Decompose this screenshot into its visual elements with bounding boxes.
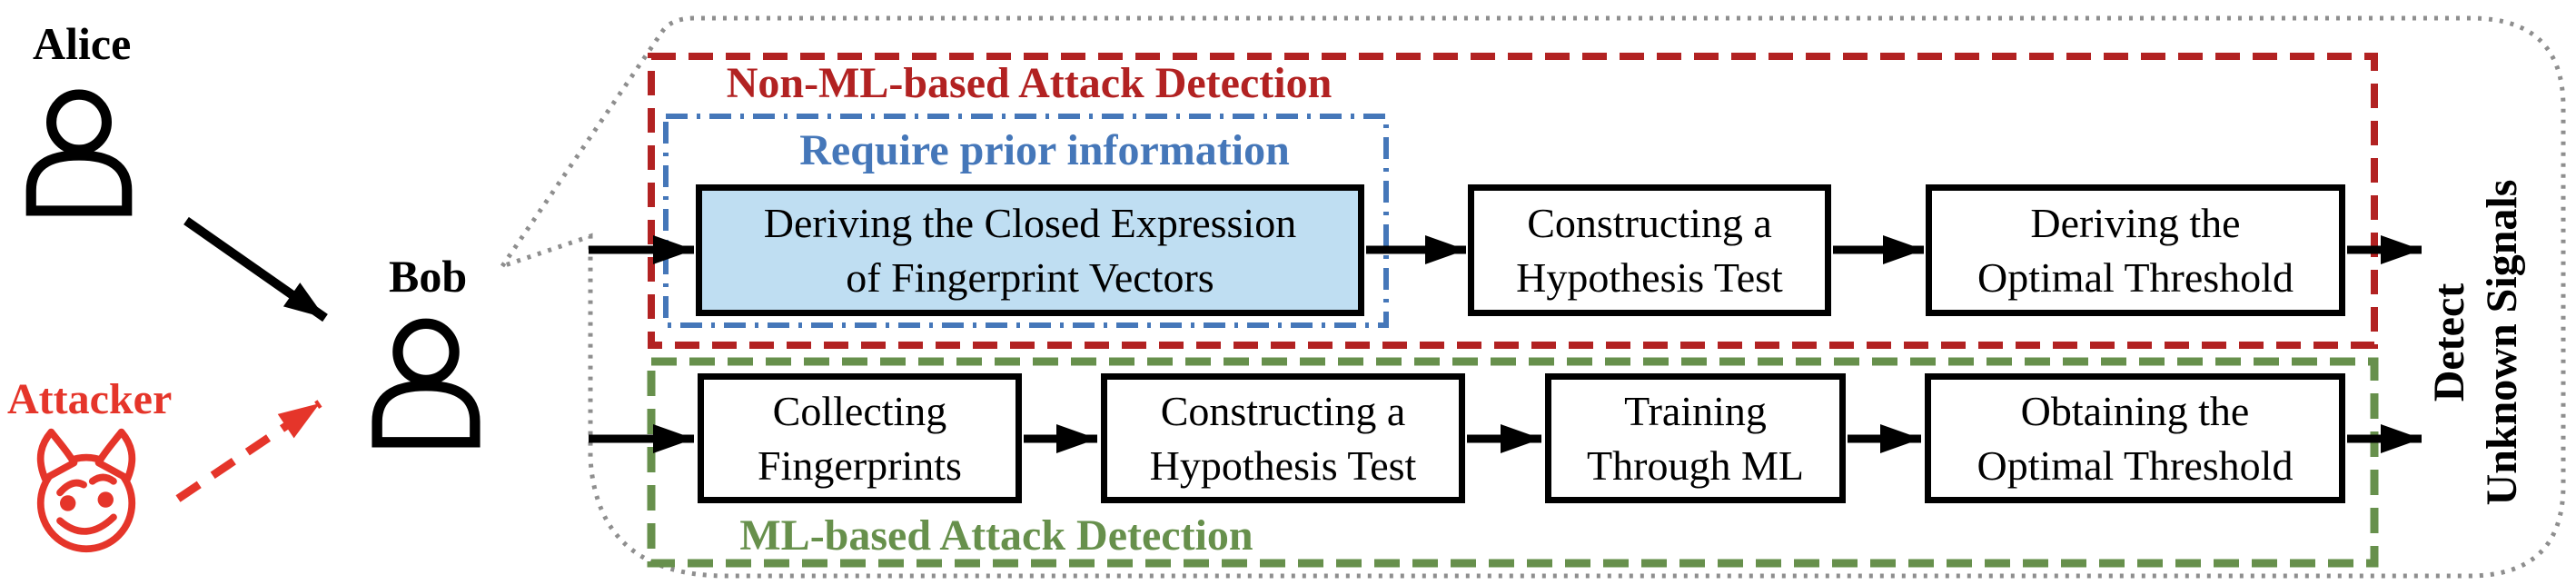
step-text-line: of Fingerprint Vectors: [846, 253, 1214, 301]
alice-label: Alice: [33, 18, 132, 69]
step-deriving-optimal-threshold: Deriving the Optimal Threshold: [1926, 184, 2345, 316]
ml-region-border: [647, 357, 2379, 568]
step-text-line: Hypothesis Test: [1149, 441, 1417, 489]
detect-unknown-signals-label: Detect Unknown Signals: [2423, 147, 2532, 538]
step-text-line: Deriving the Closed Expression: [763, 199, 1297, 246]
attacker-label: Attacker: [7, 375, 173, 423]
arrow-attacker-to-bob: [175, 400, 322, 502]
alice-person-icon: [25, 89, 133, 216]
step-training-through-ml: Training Through ML: [1545, 373, 1846, 503]
step-text-line: Collecting: [772, 387, 947, 434]
step-constructing-hypothesis-top: Constructing a Hypothesis Test: [1468, 184, 1831, 316]
output-label-line: Detect: [2425, 283, 2473, 402]
output-label-line: Unknown Signals: [2478, 179, 2526, 506]
prior-info-title: Require prior information: [799, 126, 1290, 174]
prior-info-region-border: [663, 114, 1389, 328]
step-text-line: Fingerprints: [758, 441, 962, 489]
step-text-line: Optimal Threshold: [1977, 441, 2294, 489]
ml-region-title: ML-based Attack Detection: [739, 511, 1253, 560]
attacker-devil-icon: [36, 428, 136, 553]
step-text-line: Through ML: [1587, 441, 1804, 489]
step-constructing-hypothesis-bottom: Constructing a Hypothesis Test: [1101, 373, 1465, 503]
non-ml-region-border: [648, 53, 2378, 349]
step-text-line: Constructing a: [1160, 387, 1406, 434]
arrow-alice-to-bob: [183, 216, 328, 322]
step-text-line: Hypothesis Test: [1516, 253, 1783, 301]
non-ml-region-title: Non-ML-based Attack Detection: [726, 59, 1333, 107]
bob-person-icon: [372, 318, 481, 448]
step-obtaining-optimal-threshold: Obtaining the Optimal Threshold: [1925, 373, 2345, 503]
bob-label: Bob: [389, 251, 468, 302]
step-text-line: Training: [1624, 387, 1767, 434]
step-collecting-fingerprints: Collecting Fingerprints: [698, 373, 1022, 503]
step-text-line: Deriving the: [2030, 199, 2241, 246]
step-text-line: Obtaining the: [2020, 387, 2250, 434]
step-text-line: Optimal Threshold: [1977, 253, 2294, 301]
step-deriving-closed-expression: Deriving the Closed Expression of Finger…: [696, 184, 1364, 316]
step-text-line: Constructing a: [1527, 199, 1772, 246]
